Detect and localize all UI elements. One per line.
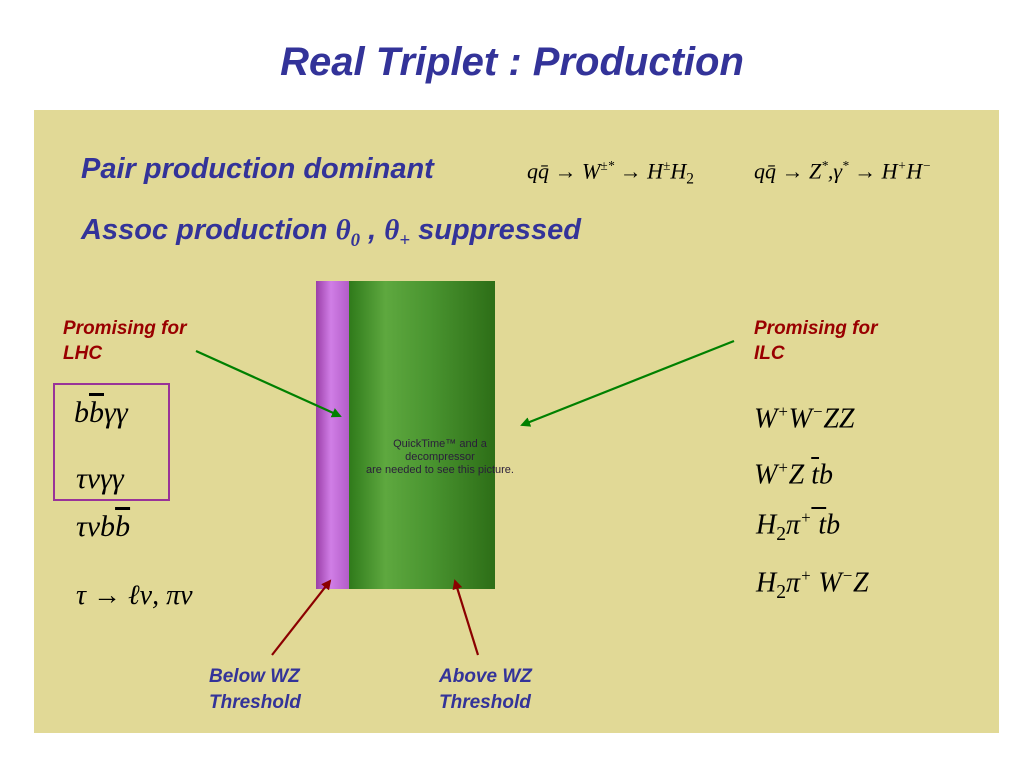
ilc-channel-wwzz: W+W−ZZ bbox=[754, 402, 855, 435]
above-threshold-bar bbox=[349, 281, 495, 589]
equation-w-channel: qq̄ → W±* → H±H2 bbox=[527, 158, 694, 188]
lhc-label: Promising for LHC bbox=[63, 318, 187, 364]
slide-title: Real Triplet : Production bbox=[280, 40, 744, 84]
content-panel bbox=[34, 110, 999, 733]
below-threshold-bar bbox=[316, 281, 349, 589]
ilc-arrow bbox=[520, 339, 735, 427]
ilc-label: Promising for ILC bbox=[754, 318, 878, 364]
assoc-production-heading: Assoc production θ0 , θ+ suppressed bbox=[81, 214, 581, 251]
below-wz-label: Below WZ Threshold bbox=[209, 666, 301, 713]
pair-production-heading: Pair production dominant bbox=[81, 153, 434, 185]
ilc-channel-h2pitb: H2π+ tb bbox=[756, 508, 841, 545]
lhc-channel-tvbb: τνbb bbox=[76, 510, 131, 543]
ilc-channel-wztb: W+Z tb bbox=[754, 458, 834, 491]
lhc-channel-tvgg: τνγγ bbox=[76, 462, 124, 495]
lhc-arrow bbox=[195, 349, 342, 418]
below-threshold-arrow bbox=[271, 579, 332, 656]
equation-z-channel: qq̄ → Z*,γ* → H+H− bbox=[754, 158, 932, 184]
ilc-channel-h2piwz: H2π+ W−Z bbox=[756, 566, 869, 603]
above-wz-label: Above WZ Threshold bbox=[439, 666, 532, 713]
lhc-tau-decay: τ → ℓν, πν bbox=[76, 580, 193, 611]
quicktime-placeholder: QuickTime™ and a decompressor are needed… bbox=[366, 438, 514, 476]
lhc-channel-bbgg: bbγγ bbox=[74, 396, 128, 429]
above-threshold-arrow bbox=[452, 579, 480, 656]
lhc-highlight-box bbox=[53, 383, 170, 501]
